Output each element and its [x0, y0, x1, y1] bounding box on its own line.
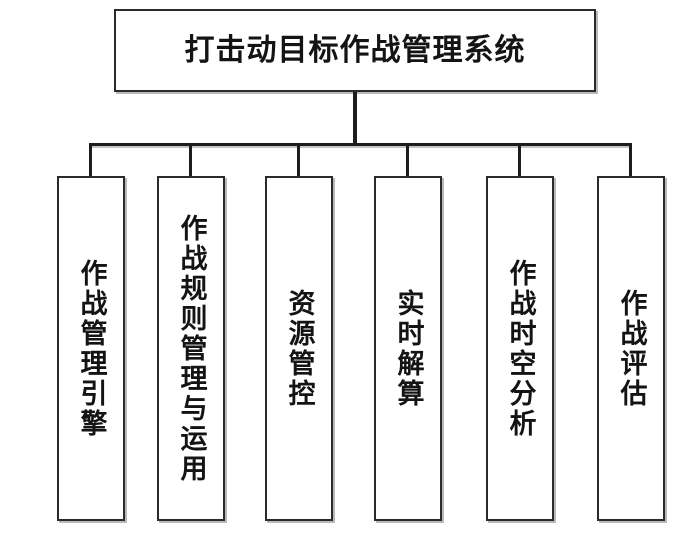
drop-connector-line-5 [518, 144, 521, 177]
subsystem-node-box-6[interactable]: 作战评估 [597, 176, 665, 521]
subsystem-node-label-2: 作战规则管理与运用 [175, 213, 207, 484]
trunk-connector-line [353, 92, 357, 145]
subsystem-node-label-5: 作战时空分析 [504, 258, 536, 439]
subsystem-node-label-6: 作战评估 [615, 288, 647, 409]
subsystem-node-box-2[interactable]: 作战规则管理与运用 [157, 176, 225, 521]
subsystem-node-label-1: 作战管理引擎 [75, 258, 107, 439]
subsystem-node-box-5[interactable]: 作战时空分析 [486, 176, 554, 521]
root-node-box[interactable]: 打击动目标作战管理系统 [114, 9, 596, 92]
drop-connector-line-1 [89, 144, 92, 177]
drop-connector-line-4 [406, 144, 409, 177]
subsystem-node-box-1[interactable]: 作战管理引擎 [57, 176, 125, 521]
subsystem-node-label-3: 资源管控 [283, 288, 315, 409]
drop-connector-line-2 [189, 144, 192, 177]
root-node-label: 打击动目标作战管理系统 [184, 32, 526, 68]
horizontal-bus-connector-line [89, 143, 632, 146]
subsystem-node-box-4[interactable]: 实时解算 [374, 176, 442, 521]
drop-connector-line-3 [297, 144, 300, 177]
subsystem-node-box-3[interactable]: 资源管控 [265, 176, 333, 521]
subsystem-node-label-4: 实时解算 [392, 288, 424, 409]
drop-connector-line-6 [629, 144, 632, 177]
